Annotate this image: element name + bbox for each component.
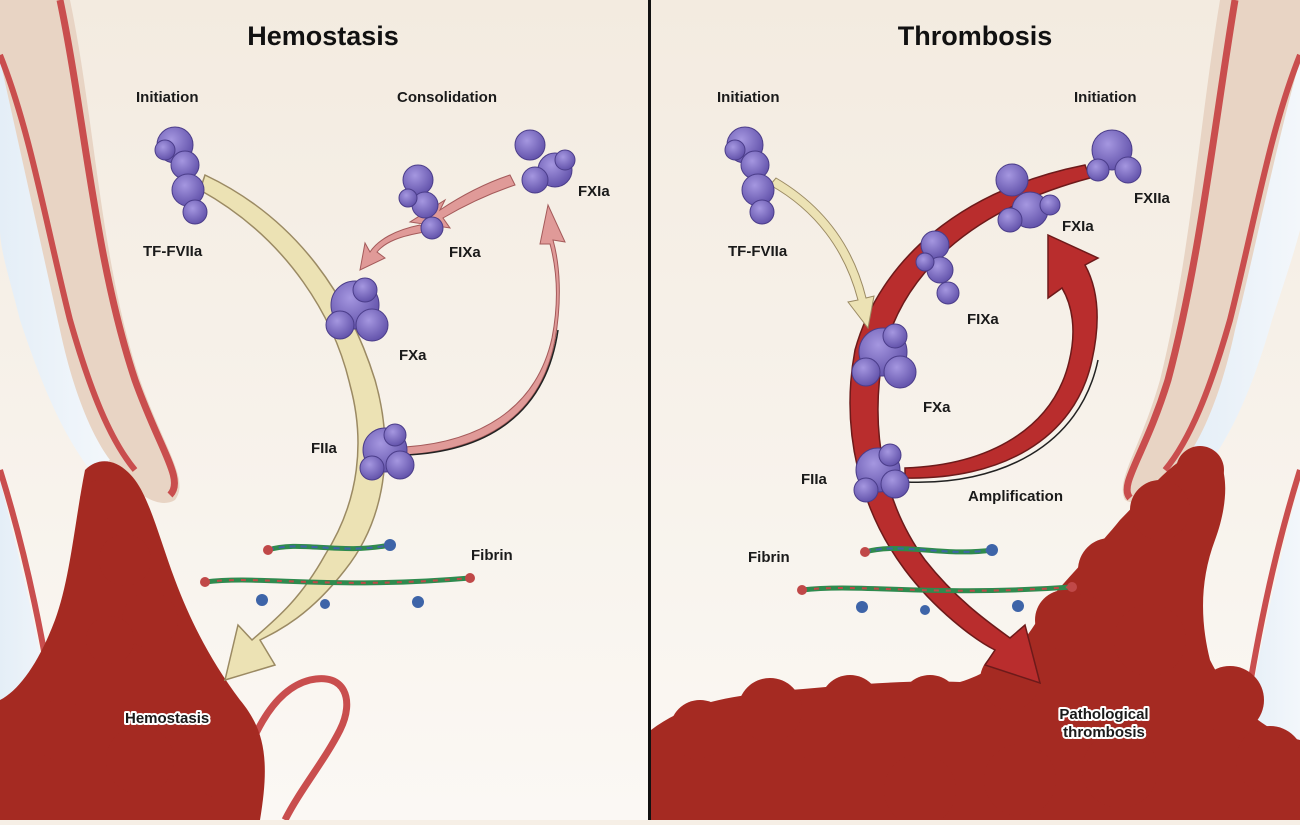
left-consolidation-label: Consolidation (397, 89, 497, 106)
left-tf-fviia-label: TF-FVIIa (143, 243, 203, 260)
tf-initiation-arrow (769, 177, 875, 330)
panel-divider (648, 0, 651, 820)
clot-right (651, 446, 1300, 825)
right-fiia-label: FIIa (801, 471, 827, 488)
right-fxa-label: FXa (923, 399, 951, 416)
protein-fiia-left (359, 423, 415, 481)
amplification-arrow (904, 233, 1100, 479)
protein-fxia-right (995, 163, 1061, 233)
protein-fxa-left (325, 277, 389, 342)
right-fxiia-label: FXIIa (1134, 190, 1171, 207)
protein-fiia-right (853, 443, 910, 503)
right-initiation-label-left: Initiation (717, 89, 780, 106)
feedback-arrow-fiia-fxia (404, 203, 566, 456)
protein-fxia-left (514, 129, 576, 194)
left-fibrin-label: Fibrin (471, 547, 513, 564)
left-panel-title: Hemostasis (247, 21, 399, 51)
right-panel-title: Thrombosis (898, 21, 1053, 51)
left-fxia-label: FXIa (578, 183, 610, 200)
protein-fixa-right (915, 230, 960, 305)
left-fxa-label: FXa (399, 347, 427, 364)
protein-tf-fviia-left (154, 126, 208, 225)
feedback-arrow-fixa-fxa (359, 224, 426, 271)
right-fibrin-label: Fibrin (748, 549, 790, 566)
protein-fixa-left (398, 164, 444, 240)
left-fixa-label: FIXa (449, 244, 481, 261)
right-tf-fviia-label: TF-FVIIa (728, 243, 788, 260)
left-fiia-label: FIIa (311, 440, 337, 457)
right-outcome-label-line2: thrombosis (1063, 724, 1145, 741)
right-amplification-label: Amplification (968, 488, 1063, 505)
hemostasis-panel: Hemostasis Initiation Consolidation TF-F… (0, 0, 648, 822)
thrombosis-panel: Thrombosis Initiation Initiation TF-FVII… (651, 0, 1300, 825)
left-initiation-label: Initiation (136, 89, 199, 106)
right-initiation-label-right: Initiation (1074, 89, 1137, 106)
left-outcome-label: Hemostasis (125, 710, 209, 727)
right-fxia-label: FXIa (1062, 218, 1094, 235)
protein-fxiia-right (1086, 129, 1142, 184)
right-fixa-label: FIXa (967, 311, 999, 328)
protein-tf-fviia-right (724, 126, 775, 225)
fibrin-strands-right (797, 544, 1077, 615)
fibrin-strands-left (200, 539, 475, 609)
clot-left (0, 461, 265, 820)
protein-fxa-right (851, 323, 917, 389)
right-outcome-label-line1: Pathological (1059, 706, 1148, 723)
